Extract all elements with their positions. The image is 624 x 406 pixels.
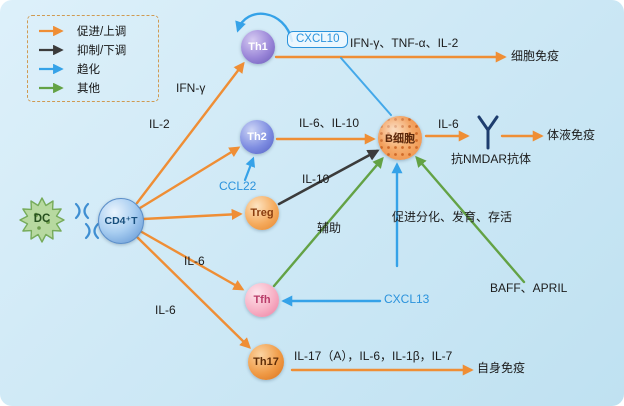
label-cxcl13: CXCL13 (384, 292, 430, 306)
legend-item-chemotaxis: 趋化 (37, 61, 149, 76)
cell-cd4t-label: CD4⁺T (104, 215, 138, 227)
dc-granule (46, 220, 50, 224)
arrow-treg-bcell-inhibit (277, 149, 380, 206)
arrow-cd4t-th17 (134, 234, 251, 349)
cell-th17-label: Th17 (253, 356, 279, 368)
label-cellular-immunity: 细胞免疫 (511, 49, 560, 63)
arrow-cd4t-th1 (135, 61, 245, 205)
arrow-baff-april-bcell (415, 155, 526, 284)
other-arrow-icon (39, 82, 64, 93)
dc-cell-shape (19, 197, 65, 243)
label-ccl22: CCL22 (219, 179, 257, 193)
label-il6-bcell: IL-6 (438, 117, 459, 131)
dc-granule (33, 212, 39, 218)
label-il6-il10: IL-6、IL-10 (299, 116, 360, 130)
cell-cd4t: CD4⁺T (98, 198, 144, 244)
label-assist: 辅助 (317, 221, 342, 235)
label-baff-april: BAFF、APRIL (490, 281, 568, 295)
cell-bcell-label: B细胞 (385, 133, 415, 145)
cell-th1: Th1 (241, 30, 275, 64)
arrow-cd4t-treg (141, 208, 243, 221)
legend-item-inhibit: 抑制/下调 (37, 42, 149, 57)
label-il6-tfh: IL-6 (184, 254, 205, 268)
cell-treg: Treg (245, 196, 279, 230)
arrow-tfh-bcell-assist (272, 156, 384, 288)
legend-item-chemotaxis-label: 趋化 (77, 63, 100, 76)
label-th1-cytokines: IFN-γ、TNF-α、IL-2 (350, 36, 459, 50)
label-th17-cytokines: IL-17（A），IL-6，IL-1β，IL-7 (294, 349, 453, 363)
cell-treg-label: Treg (250, 207, 274, 219)
arrow-ccl22-th2 (243, 156, 256, 182)
cell-th2-label: Th2 (247, 131, 267, 143)
promote-arrow-icon (39, 25, 64, 36)
cell-bcell: B细胞 (378, 116, 422, 160)
cell-tfh: Tfh (245, 283, 279, 317)
legend-item-inhibit-label: 抑制/下调 (77, 44, 127, 57)
cell-th17: Th17 (248, 344, 284, 380)
label-il2: IL-2 (149, 117, 170, 131)
label-autoimmunity: 自身免疫 (477, 361, 526, 375)
tcr-receptor-icon (74, 202, 100, 240)
cell-th1-label: Th1 (248, 41, 268, 53)
label-anti-nmdar: 抗NMDAR抗体 (451, 152, 531, 166)
arrow-cd4t-tfh (138, 229, 245, 291)
legend-item-promote-label: 促进/上调 (77, 25, 127, 38)
line-bcell-cxcl10 (340, 57, 392, 116)
inhibit-arrow-icon (39, 44, 64, 55)
label-cxcl10-box: CXCL10 (287, 31, 349, 48)
chemotaxis-arrow-icon (39, 63, 64, 74)
legend-item-other-label: 其他 (77, 82, 100, 95)
label-promote-differentiation: 促进分化、发育、存活 (392, 210, 513, 224)
cell-th2: Th2 (240, 120, 274, 154)
arrow-cd4t-th2 (138, 146, 241, 210)
label-il6-th17: IL-6 (155, 303, 176, 317)
label-humoral-immunity: 体液免疫 (547, 128, 596, 142)
label-ifn-gamma: IFN-γ (176, 81, 206, 95)
legend: 促进/上调 抑制/下调 趋化 其他 (27, 15, 159, 102)
cell-dc-label: DC (33, 213, 51, 225)
legend-item-promote: 促进/上调 (37, 23, 149, 38)
dc-granule (37, 226, 41, 230)
label-il10: IL-10 (302, 172, 330, 186)
legend-item-other: 其他 (37, 80, 149, 95)
cell-tfh-label: Tfh (253, 294, 271, 306)
antibody-icon (477, 115, 499, 150)
